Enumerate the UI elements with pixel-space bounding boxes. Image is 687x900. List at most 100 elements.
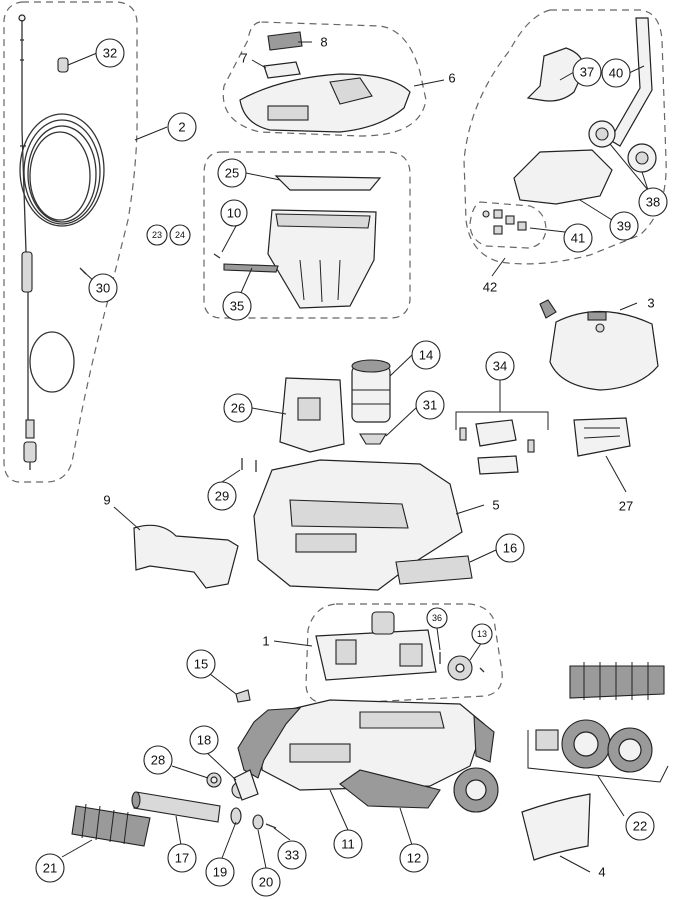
- callout-32: 32: [95, 38, 125, 68]
- svg-text:39: 39: [617, 219, 631, 234]
- callout-28: 28: [143, 745, 173, 775]
- callout-23: 23: [146, 224, 168, 246]
- cable-clip-part: [57, 57, 69, 73]
- callout-4: 4: [598, 865, 605, 880]
- filter-group-outline: [203, 151, 411, 319]
- chassis-part: [261, 699, 485, 791]
- impeller-part: [359, 433, 387, 445]
- callout-17: 17: [167, 843, 197, 873]
- callout-18: 18: [189, 725, 219, 755]
- callout-10: 10: [220, 199, 248, 227]
- lid-group-outline: [222, 21, 427, 137]
- callout-11: 11: [333, 829, 363, 859]
- svg-text:23: 23: [152, 230, 162, 240]
- callout-21: 21: [35, 853, 65, 883]
- callout-19: 19: [205, 857, 235, 887]
- brush-part: [71, 803, 151, 847]
- roller-part: [131, 791, 221, 823]
- svg-text:24: 24: [175, 230, 185, 240]
- body-screws-part: [241, 458, 257, 472]
- rear-brush-part: [569, 662, 665, 700]
- callout-6: 6: [448, 71, 455, 86]
- caddy-rod-part: [609, 17, 653, 147]
- callout-9: 9: [103, 493, 110, 508]
- svg-text:26: 26: [231, 401, 245, 416]
- svg-text:41: 41: [571, 231, 585, 246]
- svg-text:32: 32: [103, 46, 117, 61]
- callout-34: 34: [485, 351, 515, 381]
- motor-group-outline: [305, 603, 503, 705]
- svg-text:15: 15: [194, 657, 208, 672]
- callout-36: 36: [426, 607, 448, 629]
- caddy-handle-part: [526, 47, 585, 102]
- robot-body-part: [253, 459, 463, 591]
- svg-text:11: 11: [341, 837, 355, 852]
- callout-2: 2: [167, 112, 197, 142]
- svg-text:38: 38: [646, 195, 660, 210]
- filter-cover-part: [279, 377, 345, 453]
- svg-text:27: 27: [619, 499, 633, 514]
- side-brackets-part: [459, 419, 535, 475]
- svg-text:18: 18: [197, 733, 211, 748]
- leader-lines: [61, 41, 649, 873]
- svg-text:7: 7: [240, 51, 247, 66]
- svg-text:20: 20: [259, 875, 273, 890]
- svg-text:29: 29: [215, 489, 229, 504]
- drive-wheel-part: [535, 719, 653, 773]
- callout-30: 30: [88, 273, 118, 303]
- cable-assembly: [18, 14, 105, 470]
- callout-38: 38: [638, 187, 668, 217]
- svg-text:17: 17: [175, 851, 189, 866]
- wheel-kit-bracket: [527, 730, 669, 783]
- impeller-cylinder-part: [351, 359, 391, 423]
- callout-22: 22: [625, 811, 655, 841]
- callout-16: 16: [495, 533, 525, 563]
- power-supply-part: [539, 299, 659, 391]
- handle-part: [133, 524, 239, 589]
- screws-subgroup-outline: [469, 201, 547, 249]
- motor-block-part: [315, 611, 437, 681]
- svg-text:35: 35: [230, 299, 244, 314]
- svg-text:12: 12: [407, 851, 421, 866]
- callout-29: 29: [207, 481, 237, 511]
- callout-3: 3: [647, 296, 654, 311]
- svg-text:3: 3: [647, 296, 654, 311]
- callout-31: 31: [415, 390, 445, 420]
- lid-latch-part: [263, 61, 301, 79]
- svg-text:14: 14: [419, 348, 433, 363]
- callout-14: 14: [411, 340, 441, 370]
- bracket-part: [231, 769, 259, 801]
- bearing-part: [206, 772, 222, 788]
- svg-text:34: 34: [493, 359, 507, 374]
- callout-42: 42: [483, 280, 497, 295]
- caddy-base-part: [513, 149, 613, 205]
- svg-text:2: 2: [178, 120, 185, 135]
- callout-35: 35: [222, 291, 252, 321]
- svg-text:16: 16: [503, 541, 517, 556]
- svg-text:33: 33: [285, 848, 299, 863]
- track-part: [237, 707, 499, 813]
- svg-text:28: 28: [151, 753, 165, 768]
- callout-33: 33: [277, 840, 307, 870]
- callout-1: 1: [262, 634, 269, 649]
- callout-15: 15: [186, 649, 216, 679]
- callout-39: 39: [609, 211, 639, 241]
- motor-gear-part: [447, 655, 485, 681]
- lid-button-part: [267, 31, 303, 51]
- svg-text:6: 6: [448, 71, 455, 86]
- svg-text:4: 4: [598, 865, 605, 880]
- callout-41: 41: [563, 223, 593, 253]
- clip-part: [235, 689, 251, 703]
- svg-text:13: 13: [477, 629, 487, 639]
- caddy-screws-part: [482, 209, 527, 235]
- callout-40: 40: [601, 58, 631, 88]
- svg-text:25: 25: [225, 166, 239, 181]
- spacer-part: [252, 814, 264, 830]
- washer-part: [230, 807, 242, 825]
- svg-text:42: 42: [483, 280, 497, 295]
- svg-text:19: 19: [213, 865, 227, 880]
- callout-12: 12: [399, 843, 429, 873]
- callout-5: 5: [492, 498, 499, 513]
- filter-screw-part: [213, 253, 221, 259]
